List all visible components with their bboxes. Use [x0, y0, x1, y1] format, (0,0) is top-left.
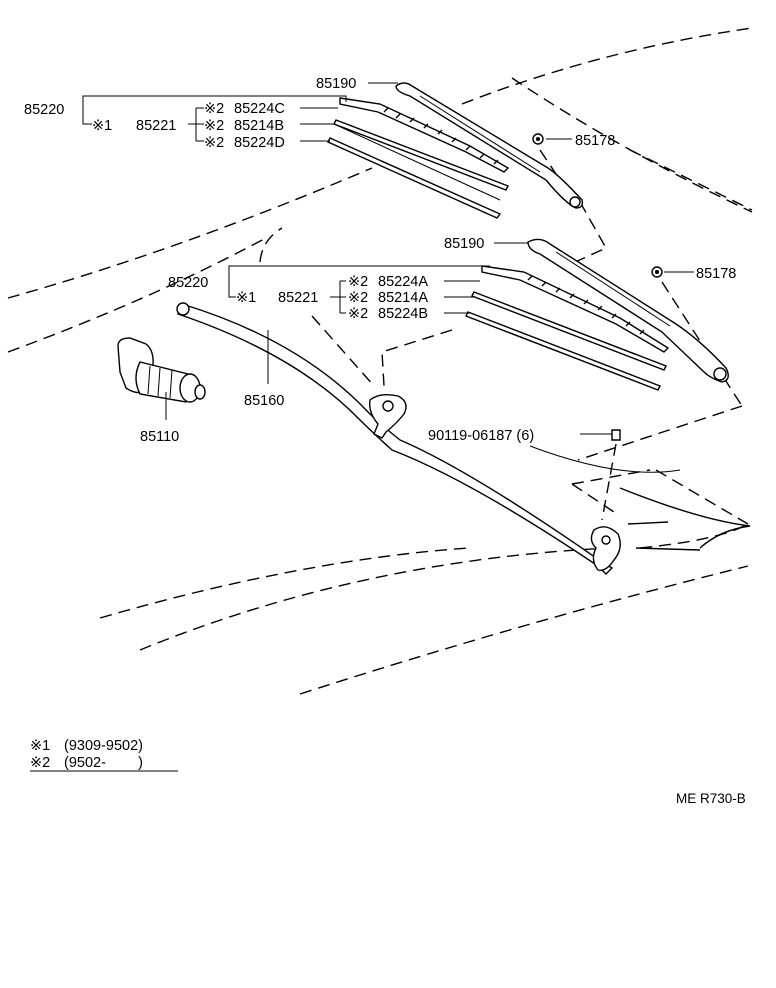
cowl-outline-left: [7, 167, 373, 299]
lower-arm-inner-line: [555, 251, 671, 327]
upper-blade-strip-3: [333, 123, 501, 201]
pivot-bracket-left: [368, 393, 407, 439]
lower-arm-body: [527, 238, 729, 383]
hood-bottom-curve: [299, 565, 749, 695]
label-85178-upper: 85178: [575, 133, 615, 149]
cowl-outline-left-lower: [7, 237, 267, 353]
label-85221-upper: 85221: [136, 118, 176, 134]
hood-lower-curve: [139, 547, 611, 651]
wiper-link-rod: [176, 302, 621, 575]
lower-arm-pivot-dash: [577, 405, 743, 461]
label-85220-upper: 85220: [24, 102, 64, 118]
label-lower-sub2-mark: ※2: [348, 290, 368, 306]
label-85220-lower: 85220: [168, 275, 208, 291]
label-upper-sub3-part: 85224D: [234, 135, 285, 151]
leader-pivot-link: [529, 445, 681, 473]
cowl-box-left: [571, 483, 615, 513]
hood-outline-top: [461, 27, 753, 105]
bolt-dash: [601, 443, 617, 521]
upper-arm-inner-line: [419, 95, 541, 173]
label-85178-lower: 85178: [696, 266, 736, 282]
upper-blade-assy: [327, 97, 510, 219]
legend: ※1 (9309-9502) ※2 (9502- ) ME R730-B: [30, 738, 746, 806]
label-star1-upper: ※1: [92, 118, 112, 134]
label-85190-upper: 85190: [316, 76, 356, 92]
label-upper-sub3-mark: ※2: [204, 135, 224, 151]
legend-2-range: (9502- ): [64, 755, 143, 771]
upper-wiper-arm: [395, 82, 584, 209]
label-lower-sub3-mark: ※2: [348, 306, 368, 322]
bumper-curve-right: [639, 523, 749, 549]
label-85190-lower: 85190: [444, 236, 484, 252]
label-85110: 85110: [140, 429, 179, 445]
bolt-icon: [611, 429, 621, 441]
label-lower-sub1-part: 85224A: [378, 274, 428, 290]
label-lower-sub2-part: 85214A: [378, 290, 428, 306]
upper-nut: [532, 133, 544, 145]
leader-lines: [30, 82, 694, 772]
link-rod-body: [177, 303, 614, 575]
upper-blade-frame: [339, 97, 510, 173]
upper-blade-strip-1: [333, 119, 509, 191]
fender-curve: [99, 547, 469, 619]
arm-to-pivot-dash: [381, 329, 453, 387]
upper-blade-teeth: [383, 107, 499, 165]
label-lower-sub1-mark: ※2: [348, 274, 368, 290]
legend-1-range: (9309-9502): [64, 738, 143, 754]
lower-blade-strip-1: [471, 291, 667, 371]
legend-1-mark: ※1: [30, 738, 50, 754]
label-upper-sub1-mark: ※2: [204, 101, 224, 117]
label-upper-sub1-part: 85224C: [234, 101, 285, 117]
wiper-motor: [117, 337, 206, 403]
upper-arm-body: [395, 82, 584, 209]
lower-blade-frame: [481, 265, 670, 353]
pivot-bracket-right: [590, 526, 621, 571]
lower-arm-pivot-cap: [713, 367, 727, 381]
label-upper-sub2-part: 85214B: [234, 118, 284, 134]
blade-to-pivot-dash: [311, 315, 375, 387]
lower-blade-teeth: [527, 275, 645, 335]
lower-wiper-arm: [527, 238, 729, 383]
label-bolt: 90119-06187 (6): [428, 428, 534, 444]
dashed-line-arm-right: [629, 149, 753, 211]
lower-arm-nut-dash: [661, 281, 743, 407]
legend-2-mark: ※2: [30, 755, 50, 771]
label-85221-lower: 85221: [278, 290, 318, 306]
dash-short-2: [635, 547, 701, 551]
label-upper-sub2-mark: ※2: [204, 118, 224, 134]
windshield-outline-right: [511, 77, 753, 213]
upper-arm-pivot-cap: [569, 196, 581, 208]
lower-blade-strip-2: [465, 311, 661, 391]
cowl-inner-curve: [259, 227, 283, 263]
label-star1-lower: ※1: [236, 290, 256, 306]
dash-short-1: [627, 521, 669, 525]
diagram-code: ME R730-B: [676, 791, 746, 806]
cowl-box-top: [571, 469, 651, 485]
lower-nut: [651, 266, 663, 278]
link-rod-end-bushing: [176, 302, 190, 316]
fender-solid-curve: [619, 487, 751, 549]
label-85160: 85160: [244, 393, 284, 409]
callout-labels: 85190 85220 ※1 85221 ※2 85224C ※2 85214B…: [24, 76, 736, 445]
label-lower-sub3-part: 85224B: [378, 306, 428, 322]
lower-blade-assy: [465, 265, 670, 391]
